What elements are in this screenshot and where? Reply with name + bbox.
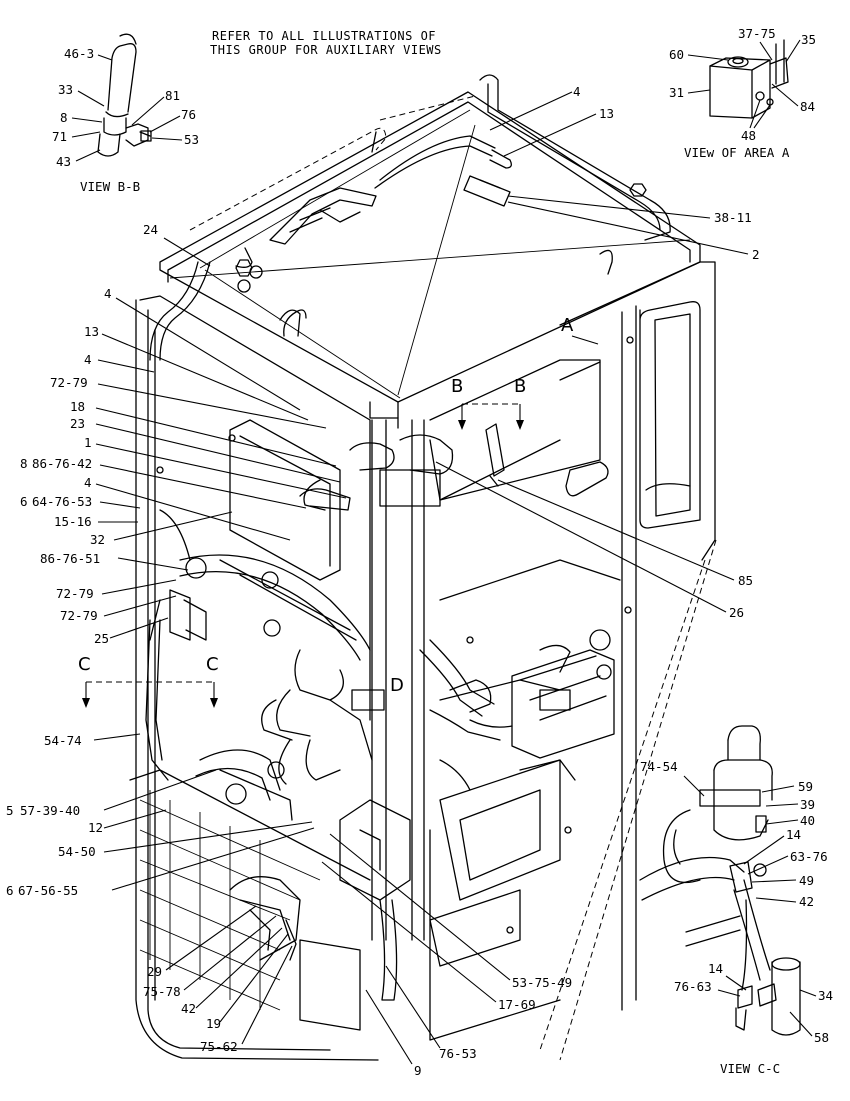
callout-72-79-b: 72-79 — [56, 586, 94, 601]
callout-60: 60 — [669, 47, 684, 62]
view-bb-title: VIEW B-B — [80, 179, 140, 194]
callout-46-3: 46-3 — [64, 46, 94, 61]
callout-13-left: 13 — [84, 324, 99, 339]
callout-54-74: 54-74 — [44, 733, 82, 748]
callout-37-75: 37-75 — [738, 26, 776, 41]
callout-85: 85 — [738, 573, 753, 588]
callout-64-76-53: 64-76-53 — [32, 494, 92, 509]
view-area-a-illustration — [709, 39, 789, 119]
callout-1: 1 — [84, 435, 92, 450]
section-bb-arrows — [458, 420, 524, 430]
section-line-bb-ticks — [461, 404, 521, 426]
callout-4-a: 4 — [104, 286, 112, 301]
callout-26: 26 — [729, 605, 744, 620]
callout-67-56-55: 67-56-55 — [18, 883, 78, 898]
callout-86-76-42: 86-76-42 — [32, 456, 92, 471]
callout-42: 42 — [181, 1001, 196, 1016]
marker-a: A — [561, 315, 574, 336]
cab-structure — [129, 74, 717, 1061]
callout-cc-14-b: 14 — [708, 961, 723, 976]
callout-29: 29 — [147, 964, 162, 979]
callout-cc-42: 42 — [799, 894, 814, 909]
callout-72-79-c: 72-79 — [60, 608, 98, 623]
callout-76-53: 76-53 — [439, 1046, 477, 1061]
callout-cc-59: 59 — [798, 779, 813, 794]
callout-4-c: 4 — [84, 475, 92, 490]
callout-24: 24 — [143, 222, 158, 237]
callout-53: 53 — [184, 132, 199, 147]
callout-38-11: 38-11 — [714, 210, 752, 225]
callout-19: 19 — [206, 1016, 221, 1031]
callout-13-top: 13 — [599, 106, 614, 121]
view-area-a-title: VIEw OF AREA A — [684, 145, 790, 160]
callout-cc-74-54: 74-54 — [640, 759, 678, 774]
callout-75-78: 75-78 — [143, 984, 181, 999]
callout-9: 9 — [414, 1063, 422, 1078]
view-cc-illustration — [639, 725, 801, 1036]
callout-17-69: 17-69 — [498, 997, 536, 1012]
section-cc-arrows — [82, 698, 218, 708]
header-line-2: THIS GROUP FOR AUXILIARY VIEWS — [210, 43, 442, 57]
callout-4-top: 4 — [573, 84, 581, 99]
callout-43: 43 — [56, 154, 71, 169]
edge-mark-1: 8 — [20, 456, 28, 471]
callout-cc-40: 40 — [800, 813, 815, 828]
marker-c-left: C — [78, 654, 91, 675]
header-line-1: REFER TO ALL ILLUSTRATIONS OF — [212, 29, 436, 43]
callout-cc-14-a: 14 — [786, 827, 801, 842]
callout-cc-58: 58 — [814, 1030, 829, 1045]
callout-4-b: 4 — [84, 352, 92, 367]
callout-48: 48 — [741, 128, 756, 143]
view-bb-illustration — [97, 33, 152, 157]
callout-cc-63-76: 63-76 — [790, 849, 828, 864]
callout-35: 35 — [801, 32, 816, 47]
section-line-cc-ticks — [85, 682, 215, 700]
callout-2: 2 — [752, 247, 760, 262]
callout-cc-34: 34 — [818, 988, 833, 1003]
callout-57-39-40: 57-39-40 — [20, 803, 80, 818]
marker-c-right: C — [206, 654, 219, 675]
callout-84: 84 — [800, 99, 815, 114]
callout-23: 23 — [70, 416, 85, 431]
callout-72-79-a: 72-79 — [50, 375, 88, 390]
callout-54-50: 54-50 — [58, 844, 96, 859]
edge-mark-3: 5 — [6, 803, 14, 818]
callout-71: 71 — [52, 129, 67, 144]
marker-b-right: B — [514, 376, 526, 397]
callout-15-16: 15-16 — [54, 514, 92, 529]
callout-75-62: 75-62 — [200, 1039, 238, 1054]
callout-31: 31 — [669, 85, 684, 100]
callout-86-76-51: 86-76-51 — [40, 551, 100, 566]
callout-8: 8 — [60, 110, 68, 125]
callout-12: 12 — [88, 820, 103, 835]
view-cc-title: VIEW C-C — [720, 1061, 780, 1076]
callout-81: 81 — [165, 88, 180, 103]
callout-33: 33 — [58, 82, 73, 97]
callout-53-75-49: 53-75-49 — [512, 975, 572, 990]
callout-76: 76 — [181, 107, 196, 122]
marker-d: D — [390, 675, 404, 696]
marker-b-left: B — [451, 376, 463, 397]
callout-cc-49: 49 — [799, 873, 814, 888]
callout-25: 25 — [94, 631, 109, 646]
callout-18: 18 — [70, 399, 85, 414]
callout-cc-39: 39 — [800, 797, 815, 812]
edge-mark-2: 6 — [20, 494, 28, 509]
callout-cc-76-63: 76-63 — [674, 979, 712, 994]
callout-32: 32 — [90, 532, 105, 547]
edge-mark-4: 6 — [6, 883, 14, 898]
